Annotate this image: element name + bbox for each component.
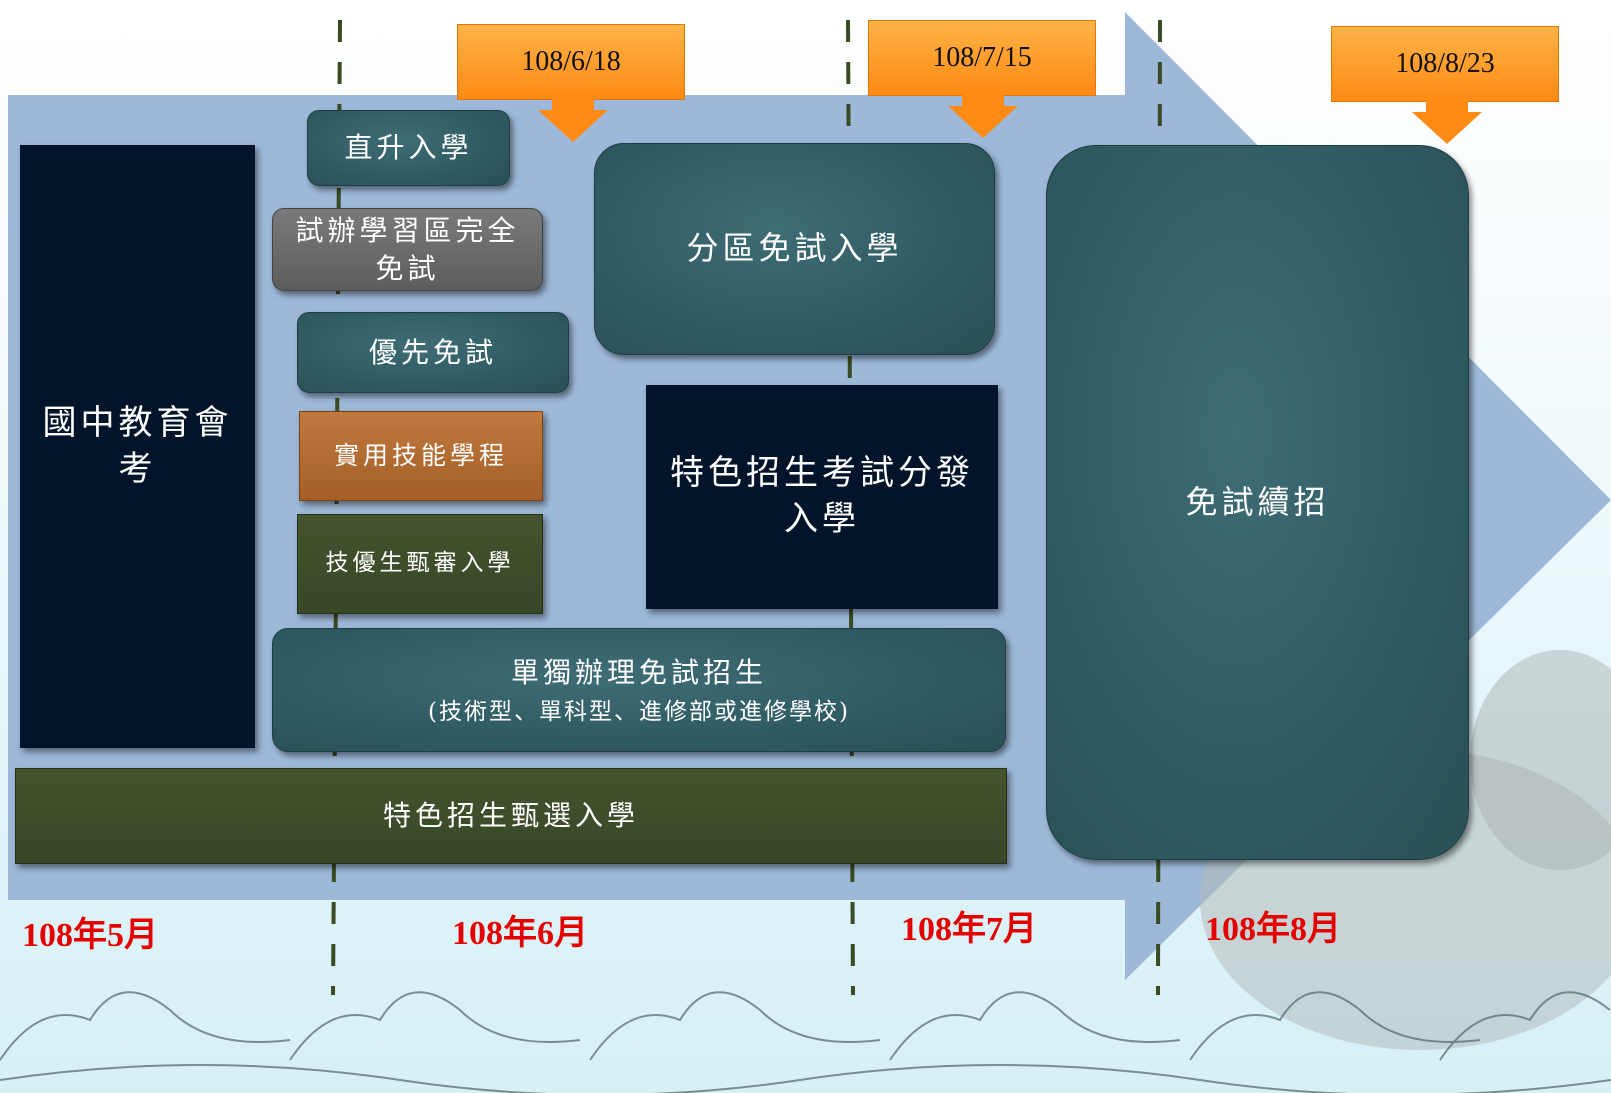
box-district: 分區免試入學 <box>594 143 995 355</box>
box-special-exam: 特色招生考試分發入學 <box>646 385 998 609</box>
independent-subtitle: (技術型、單科型、進修部或進修學校) <box>428 698 850 725</box>
box-priority: 優先免試 <box>297 312 569 393</box>
box-practical: 實用技能學程 <box>299 411 543 501</box>
box-skill: 技優生甄審入學 <box>297 514 543 614</box>
independent-title: 單獨辦理免試招生 <box>510 656 767 690</box>
month-label-may: 108年5月 <box>22 917 158 954</box>
box-special-select: 特色招生甄選入學 <box>15 768 1007 864</box>
box-direct: 直升入學 <box>307 110 510 186</box>
callout-arrow-icon <box>948 94 1018 138</box>
date-callout-2: 108/7/15 <box>868 20 1096 96</box>
month-label-august: 108年8月 <box>1205 911 1341 948</box>
month-label-july: 108年7月 <box>901 911 1037 948</box>
box-exam: 國中教育會考 <box>20 145 255 748</box>
callout-arrow-icon <box>1412 100 1482 144</box>
box-pilot: 試辦學習區完全免試 <box>272 208 543 291</box>
month-label-june: 108年6月 <box>452 915 588 952</box>
callout-arrow-icon <box>538 98 608 142</box>
date-callout-3: 108/8/23 <box>1331 26 1559 102</box>
box-continue: 免試續招 <box>1046 145 1469 860</box>
date-callout-1: 108/6/18 <box>457 24 685 100</box>
box-independent: 單獨辦理免試招生 (技術型、單科型、進修部或進修學校) <box>272 628 1006 752</box>
